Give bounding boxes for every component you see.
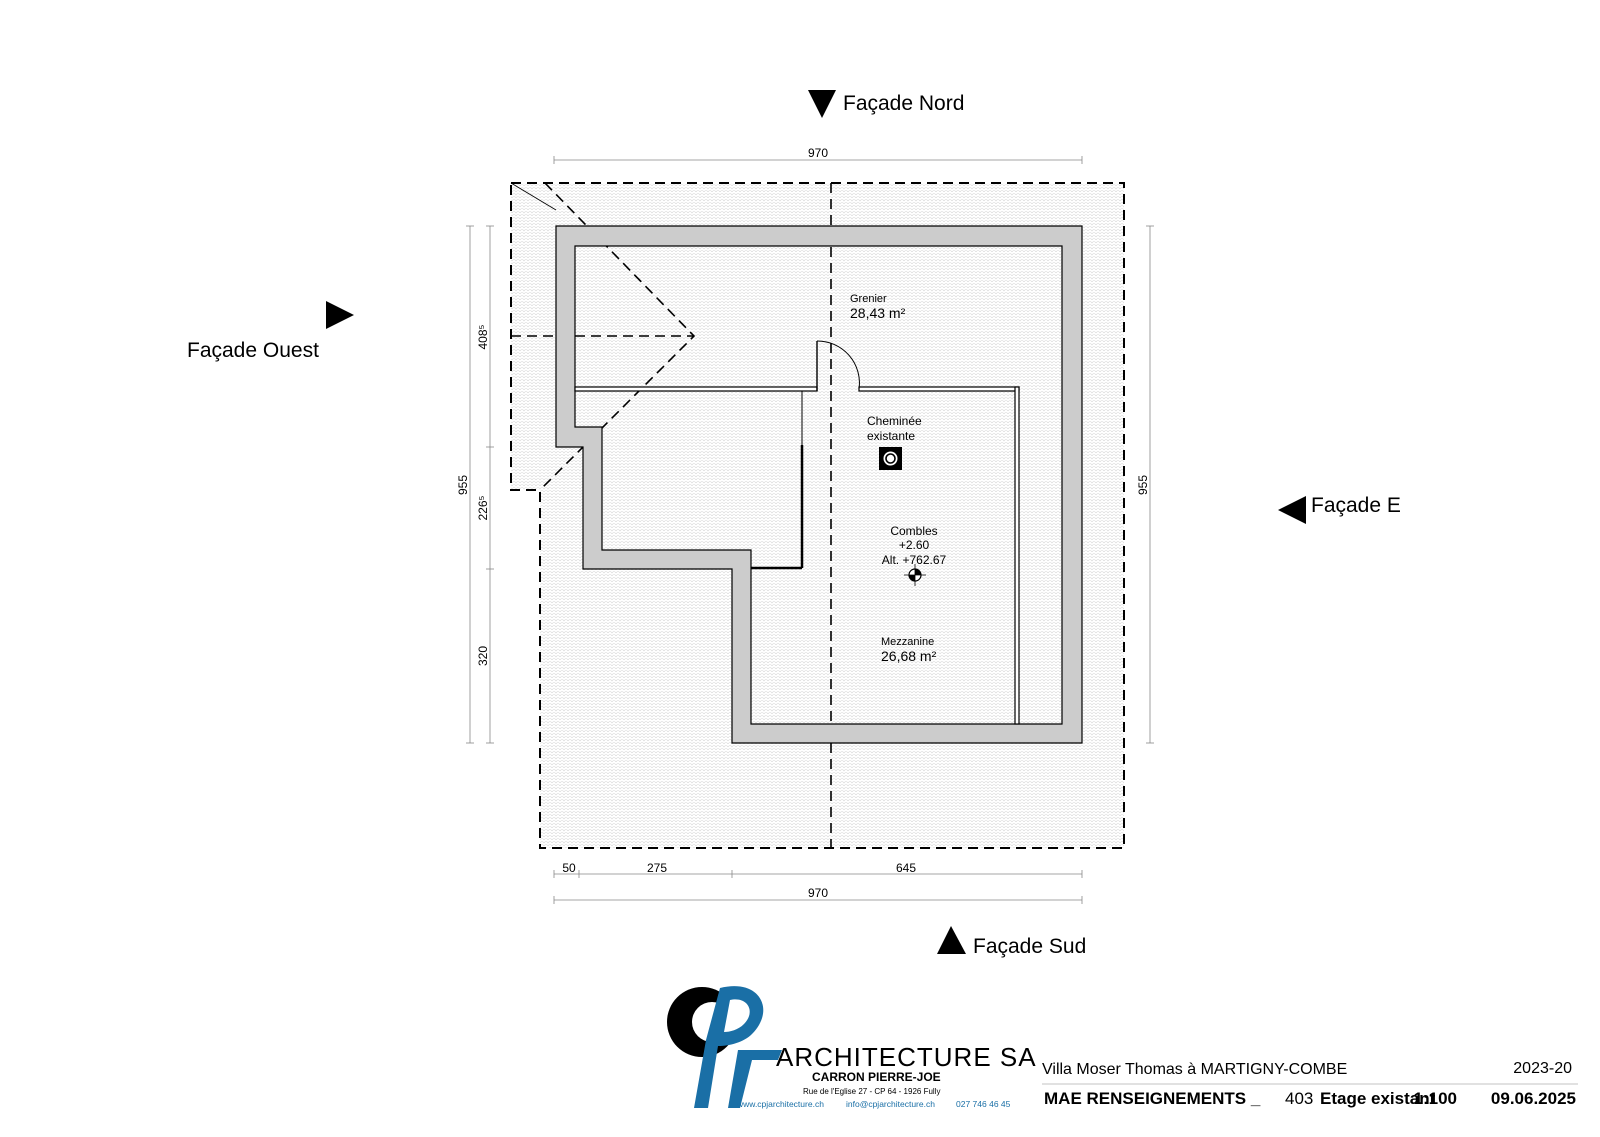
- facade-east-marker: Façade E: [1278, 494, 1401, 524]
- chimney-symbol: [879, 447, 902, 470]
- facade-south-label: Façade Sud: [973, 935, 1086, 958]
- level-marker-icon: [904, 564, 926, 586]
- logo-phone: 027 746 46 45: [956, 1099, 1011, 1109]
- dim-top-width: 970: [808, 146, 828, 160]
- chimney-label-line1: Cheminée: [867, 414, 922, 428]
- dim-right-total: 955: [1136, 475, 1150, 495]
- room-mezzanine-name: Mezzanine: [881, 636, 934, 648]
- room-mezzanine-area: 26,68 m²: [881, 648, 937, 664]
- facade-north-label: Façade Nord: [843, 92, 964, 115]
- facade-west-label: Façade Ouest: [187, 339, 319, 362]
- facade-north-marker: Façade Nord: [808, 90, 964, 118]
- title-block: Villa Moser Thomas à MARTIGNY-COMBE 2023…: [1042, 1060, 1578, 1108]
- plan-scale: 1:100: [1414, 1089, 1457, 1108]
- plan-number: 403: [1285, 1089, 1313, 1108]
- dim-left-seg-3: 320: [476, 646, 490, 666]
- logo-website: www.cpjarchitecture.ch: [736, 1099, 824, 1109]
- logo-email: info@cpjarchitecture.ch: [846, 1099, 935, 1109]
- facade-south-marker: Façade Sud: [937, 926, 1086, 958]
- facade-east-label: Façade E: [1311, 494, 1401, 517]
- roof-outline: [510, 182, 1125, 849]
- room-grenier-name: Grenier: [850, 293, 887, 305]
- dim-bottom-seg-3: 645: [896, 861, 916, 875]
- dimension-lines: [466, 156, 1154, 904]
- plan-date: 09.06.2025: [1491, 1089, 1576, 1108]
- arrow-right-icon: [326, 301, 354, 329]
- arrow-down-icon: [808, 90, 836, 118]
- project-title: Villa Moser Thomas à MARTIGNY-COMBE: [1042, 1061, 1347, 1078]
- room-grenier-area: 28,43 m²: [850, 305, 906, 321]
- plan-category: MAE RENSEIGNEMENTS _: [1044, 1089, 1261, 1108]
- dim-left-total: 955: [456, 475, 470, 495]
- logo-address: Rue de l'Eglise 27 - CP 64 - 1926 Fully: [803, 1087, 940, 1096]
- logo-owner: CARRON PIERRE-JOE: [812, 1070, 941, 1084]
- room-combles-level: +2.60: [899, 538, 930, 552]
- dim-left-seg-2: 226⁵: [476, 495, 490, 520]
- chimney-label-line2: existante: [867, 429, 915, 443]
- facade-west-marker: Façade Ouest: [187, 301, 354, 362]
- room-combles-altitude: Alt. +762.67: [882, 553, 947, 567]
- project-number: 2023-20: [1513, 1060, 1572, 1077]
- arrow-left-icon: [1278, 496, 1306, 524]
- interior-partitions: [574, 340, 1020, 725]
- arrow-up-icon: [937, 926, 966, 954]
- company-logo: ARCHITECTURE SA CARRON PIERRE-JOE Rue de…: [667, 986, 1037, 1109]
- logo-brand: ARCHITECTURE SA: [776, 1042, 1037, 1072]
- dim-left-seg-1: 408⁵: [476, 324, 490, 349]
- dim-bottom-width: 970: [808, 886, 828, 900]
- plan-name: Etage existant: [1320, 1089, 1436, 1108]
- dim-bottom-seg-2: 275: [647, 861, 667, 875]
- walls: [555, 225, 1083, 744]
- room-combles-name: Combles: [890, 524, 937, 538]
- dim-bottom-seg-1: 50: [562, 861, 576, 875]
